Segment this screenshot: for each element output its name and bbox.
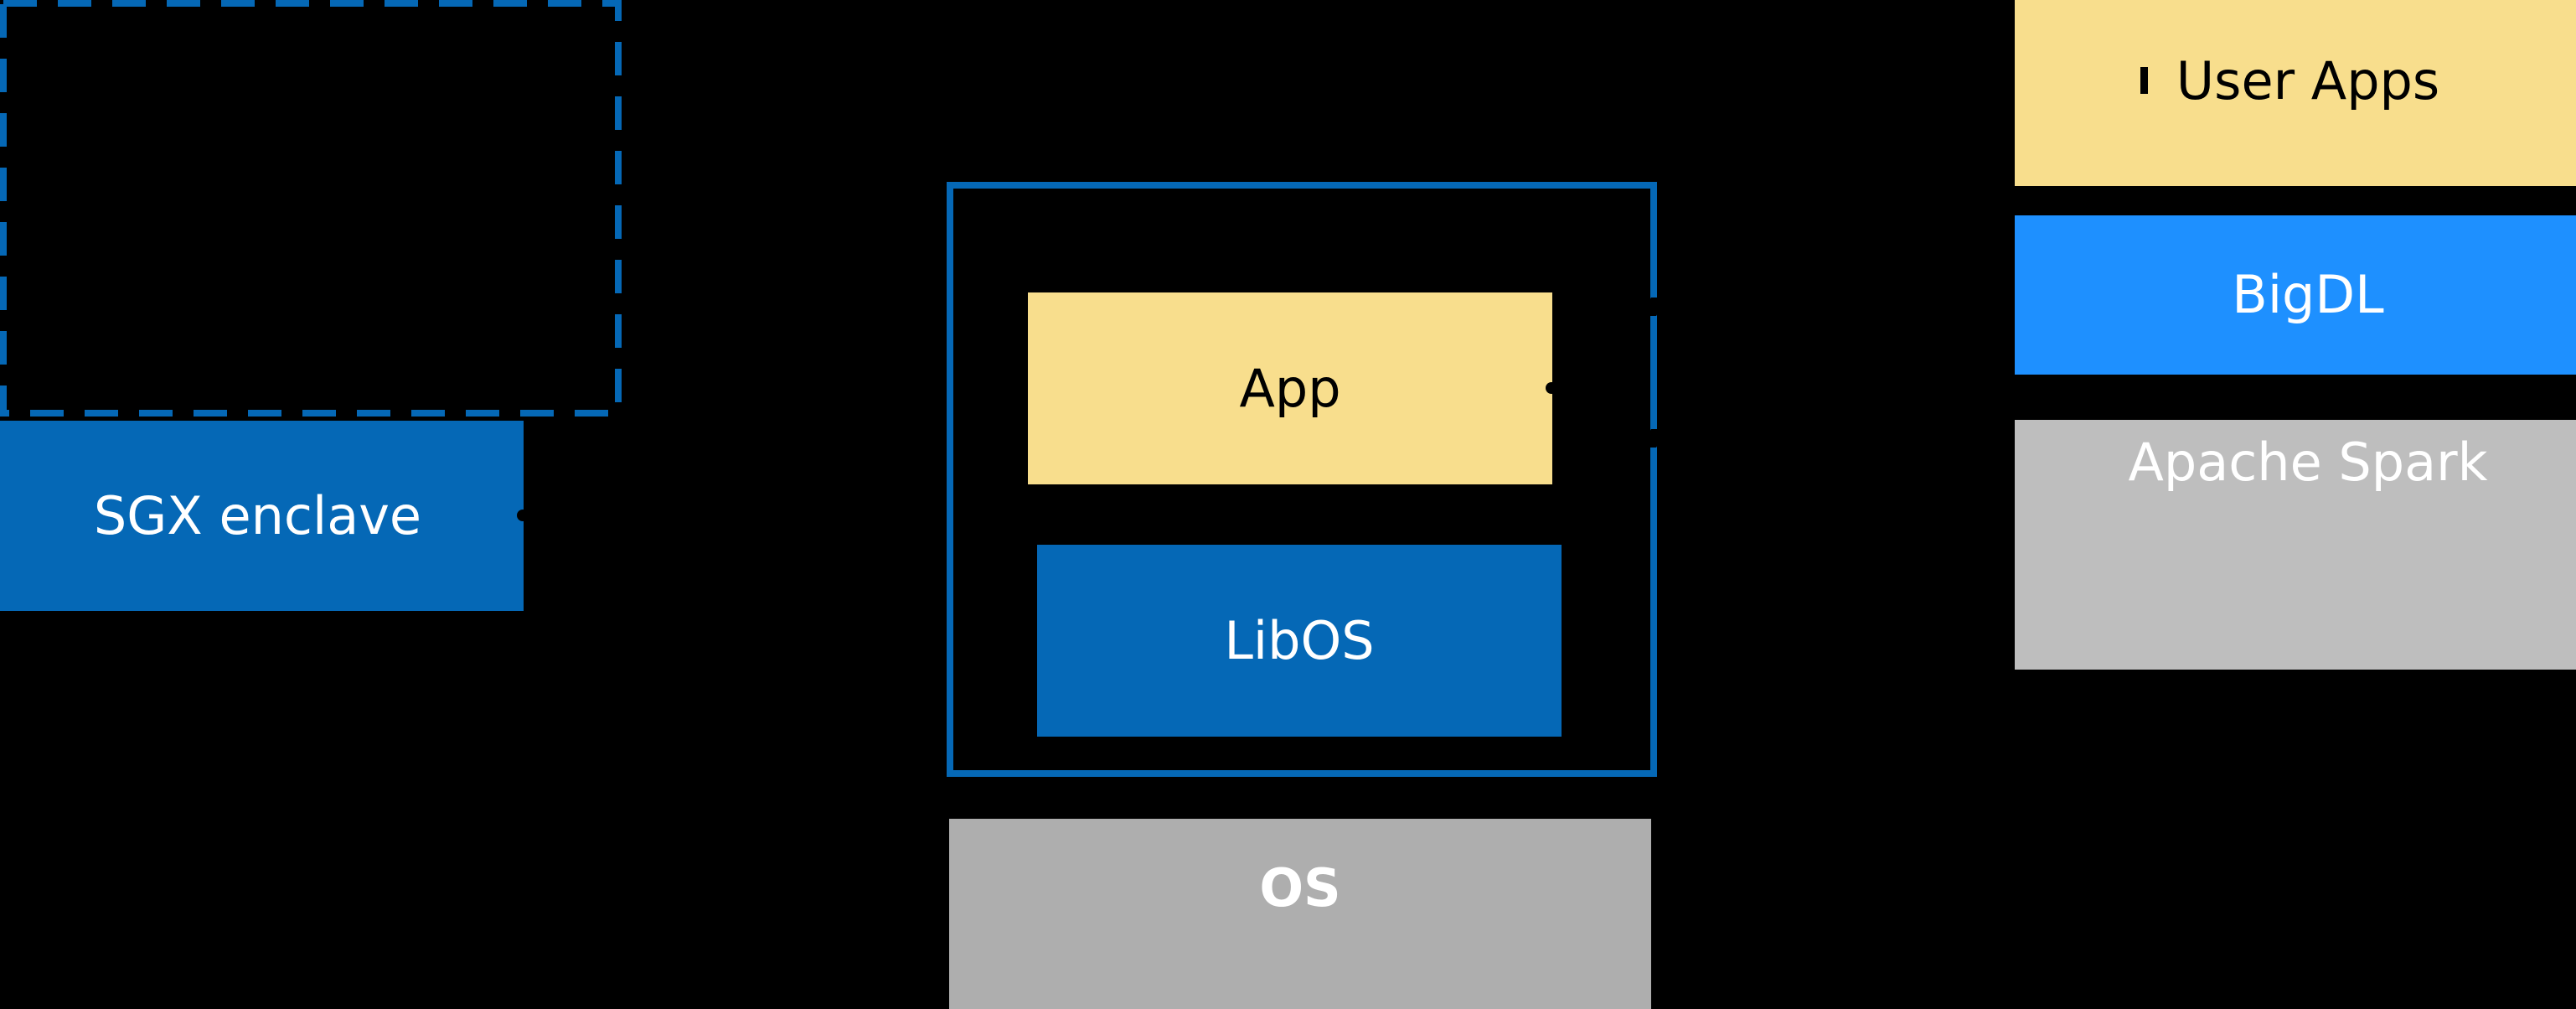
- user-apps-box: User Apps: [2015, 0, 2576, 186]
- dashed-rect-svg: [0, 0, 622, 417]
- os-label: OS: [1259, 857, 1341, 918]
- app-label: App: [1239, 357, 1341, 419]
- bigdl-box: BigDL: [2015, 215, 2576, 375]
- apache-spark-label: Apache Spark: [2128, 432, 2488, 493]
- user-apps-label: User Apps: [2176, 50, 2440, 112]
- sgx-enclave-box: SGX enclave: [0, 421, 524, 611]
- libos-dashed-boundary: [0, 0, 622, 417]
- app-connector-dot: [1546, 382, 1557, 394]
- bigdl-label: BigDL: [2232, 264, 2384, 326]
- os-box: OS: [949, 819, 1651, 1009]
- libos-box: LibOS: [1037, 545, 1562, 737]
- sgx-enclave-label: SGX enclave: [93, 484, 422, 546]
- app-box: App: [1028, 292, 1552, 484]
- sgx-connector-dot: [517, 510, 529, 521]
- libos-label: LibOS: [1224, 609, 1375, 671]
- apache-spark-box: Apache Spark: [2015, 420, 2576, 670]
- enclave-outer-boundary: [947, 182, 1657, 777]
- dashed-rect-path: [0, 0, 622, 417]
- user-apps-notch: [2140, 67, 2148, 94]
